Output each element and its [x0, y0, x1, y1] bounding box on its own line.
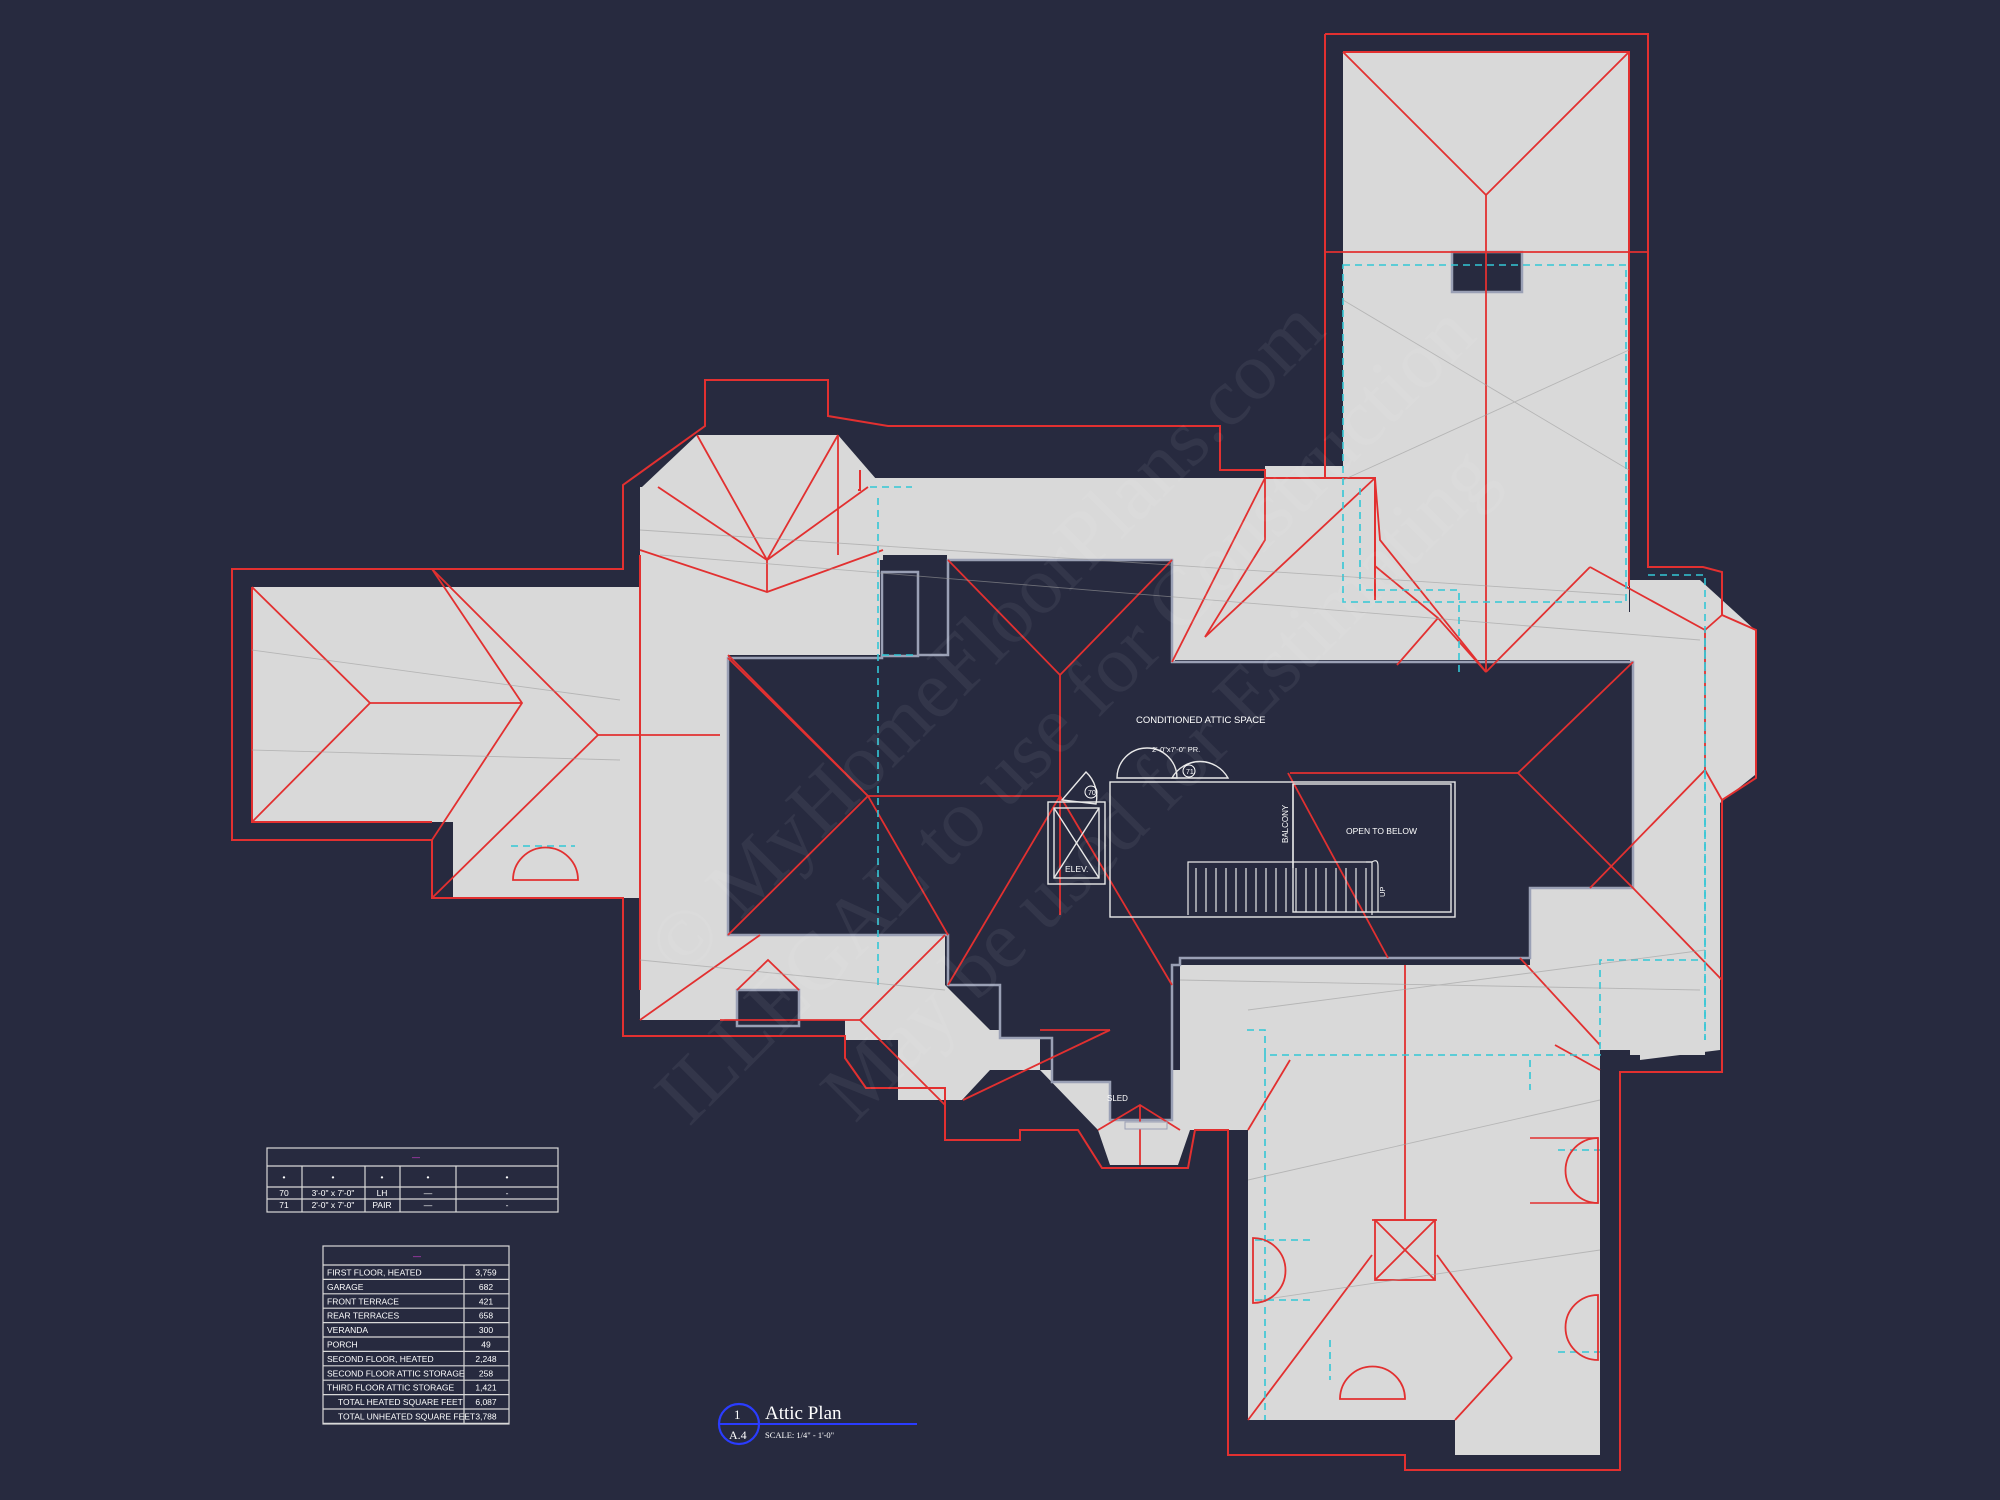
area-row-value: 1,421	[475, 1383, 497, 1393]
area-row-label: TOTAL HEATED SQUARE FEET	[338, 1397, 463, 1407]
door-schedule-cell: —	[424, 1188, 433, 1198]
door-schedule-cell: 70	[279, 1188, 289, 1198]
drawing-scale: SCALE: 1/4" - 1'-0"	[765, 1430, 834, 1440]
door-schedule-cell: —	[424, 1200, 433, 1210]
sled-label: SLED	[1107, 1094, 1128, 1103]
area-row-value: 2,248	[475, 1354, 497, 1364]
dashed-guides	[511, 264, 1706, 1420]
door-schedule-header: •	[506, 1172, 509, 1182]
balcony-area	[1109, 781, 1456, 918]
area-row-value: 421	[479, 1296, 493, 1306]
area-table-title: —	[413, 1252, 421, 1261]
area-row-value: 258	[479, 1368, 493, 1378]
interior-fixtures	[512, 747, 1599, 1400]
door-schedule-header: •	[332, 1172, 335, 1182]
balcony-label: BALCONY	[1281, 804, 1290, 843]
open-to-below-label: OPEN TO BELOW	[1346, 826, 1417, 836]
area-row-label: FIRST FLOOR, HEATED	[327, 1268, 422, 1278]
door-schedule-cell: PAIR	[372, 1200, 391, 1210]
conditioned-attic-label: CONDITIONED ATTIC SPACE	[1136, 715, 1266, 726]
door-schedule-cell: 2'-0" x 7'-0"	[312, 1200, 355, 1210]
area-row-value: 682	[479, 1282, 493, 1292]
area-row-label: PORCH	[327, 1340, 358, 1350]
door-pair-71	[1116, 747, 1178, 779]
door-schedule-header: •	[427, 1172, 430, 1182]
door-70	[1060, 770, 1098, 805]
door-tag-70: 70	[1088, 790, 1096, 797]
area-row-label: THIRD FLOOR ATTIC STORAGE	[327, 1383, 455, 1393]
area-row-label: REAR TERRACES	[327, 1311, 399, 1321]
drawing-title: Attic Plan	[765, 1403, 842, 1424]
area-row-label: TOTAL UNHEATED SQUARE FEET	[338, 1412, 475, 1422]
area-row-label: SECOND FLOOR, HEATED	[327, 1354, 434, 1364]
hip-lines	[251, 51, 1723, 1421]
door-schedule-title: —	[412, 1153, 420, 1162]
door-schedule-cell: 71	[279, 1200, 289, 1210]
roof-planes	[252, 52, 1755, 1455]
area-row-value: 3,759	[475, 1268, 497, 1278]
door-schedule-cell: 3'-0" x 7'-0"	[312, 1188, 355, 1198]
area-row-label: GARAGE	[327, 1282, 364, 1292]
door-schedule-header: •	[283, 1172, 286, 1182]
area-row-label: FRONT TERRACE	[327, 1296, 399, 1306]
area-row-label: VERANDA	[327, 1325, 368, 1335]
title-block: 1 A.4 Attic Plan SCALE: 1/4" - 1'-0"	[717, 1402, 917, 1446]
stair	[1187, 860, 1379, 915]
door-schedule-cell: -	[506, 1200, 509, 1210]
detail-number: 1	[734, 1407, 741, 1422]
area-row-value: 6,087	[475, 1397, 497, 1407]
area-row-value: 49	[481, 1340, 491, 1350]
door-schedule-header: •	[381, 1172, 384, 1182]
room-labels: CONDITIONED ATTIC SPACE 2'-0"x7'-0" PR. …	[1065, 715, 1417, 1103]
stair-up-label: UP	[1378, 887, 1387, 897]
door-size-label: 2'-0"x7'-0" PR.	[1152, 745, 1200, 754]
area-row-value: 658	[479, 1311, 493, 1321]
sheet-number: A.4	[729, 1428, 747, 1442]
area-row-label: SECOND FLOOR ATTIC STORAGE	[327, 1368, 465, 1378]
elev-label: ELEV.	[1065, 864, 1088, 874]
area-row-value: 3,788	[475, 1412, 497, 1422]
door-schedule-cell: -	[506, 1188, 509, 1198]
conditioned-attic-areas	[726, 250, 1635, 1122]
door-schedule-cell: LH	[377, 1188, 388, 1198]
door-tag-71: 71	[1186, 769, 1194, 776]
area-row-value: 300	[479, 1325, 493, 1335]
guide-lines	[251, 299, 1706, 1301]
door-schedule: — • • • • • 70 3'-0" x 7'-0" LH — - 71 2'-0" x 7'-…	[266, 1147, 559, 1213]
